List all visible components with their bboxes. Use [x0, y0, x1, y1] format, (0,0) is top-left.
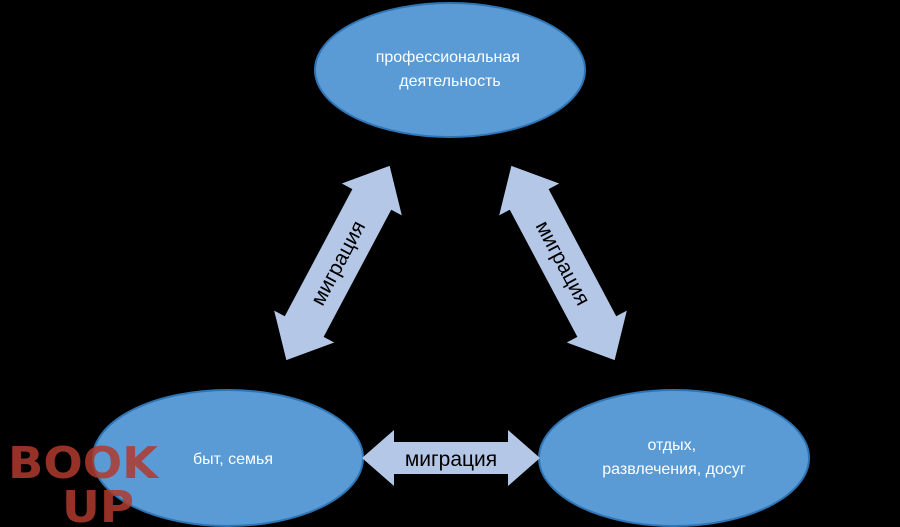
arrow-left: миграция — [274, 165, 402, 361]
arrow-left-shape — [274, 165, 402, 361]
node-work-label-line2: деятельность — [399, 73, 500, 90]
node-work-label-line1: профессиональная — [376, 49, 520, 66]
node-leisure-label-line1: отдых, — [647, 437, 696, 454]
svg-text:отдых, развлечения, досу: отдых, развлечения, досуг — [602, 437, 746, 478]
arrow-right-shape — [499, 165, 627, 361]
watermark-logo: BOOK UP — [8, 438, 160, 527]
node-home-label-line1: быт, семья — [193, 451, 273, 468]
svg-text:быт, семья: быт, семья — [193, 451, 273, 468]
node-work-shape — [314, 2, 586, 138]
node-leisure: отдых, развлечения, досуг — [538, 389, 810, 527]
arrow-bottom: миграция — [362, 430, 540, 486]
arrow-bottom-shape — [362, 430, 540, 486]
arrow-right: миграция — [499, 165, 627, 361]
node-work: профессиональная деятельность — [314, 2, 586, 138]
svg-text:профессиональная деятель: профессиональная деятельность — [376, 49, 525, 90]
arrow-bottom-label: миграция — [405, 448, 497, 471]
node-leisure-shape — [538, 389, 810, 527]
watermark-line1: BOOK — [8, 438, 160, 489]
watermark-line2: UP — [62, 482, 134, 527]
node-leisure-label-line2: развлечения, досуг — [602, 461, 746, 478]
